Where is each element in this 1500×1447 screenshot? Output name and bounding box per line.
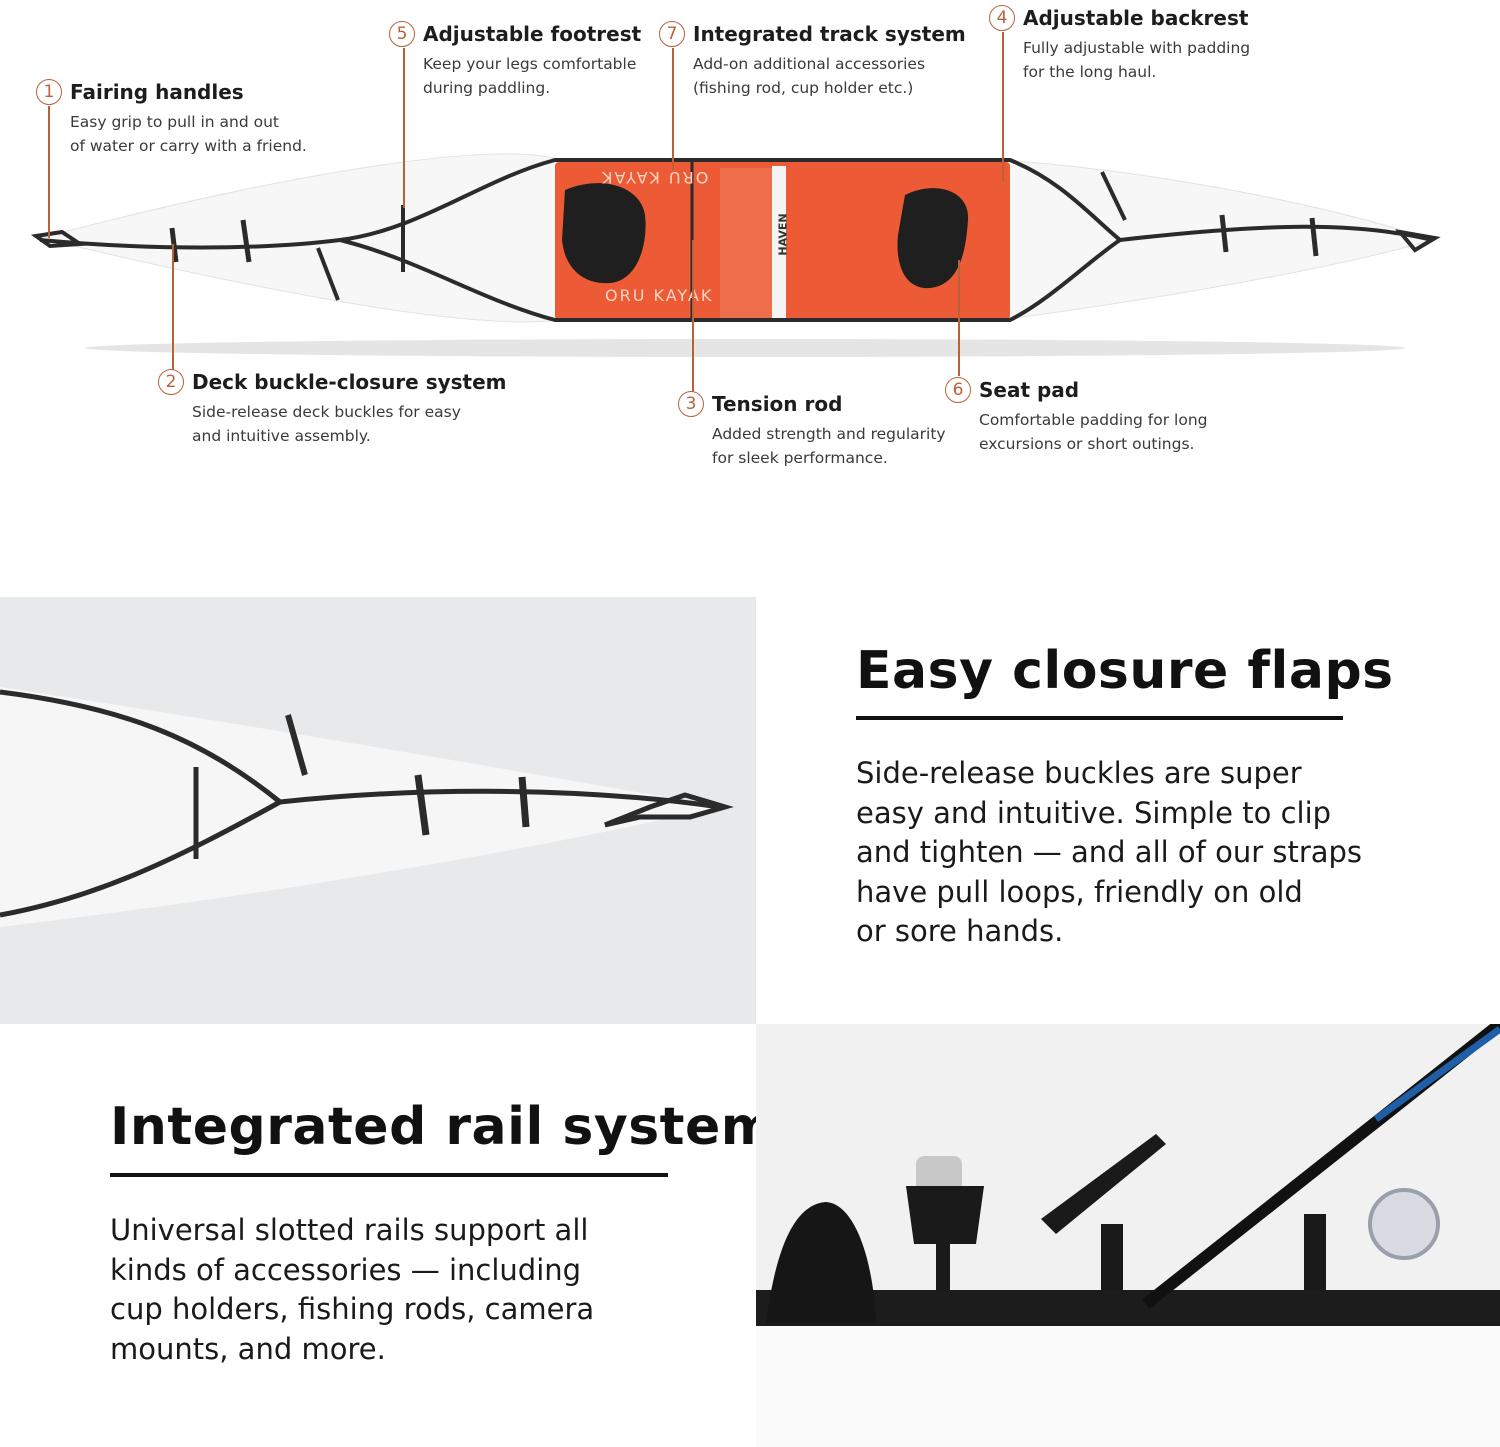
callout-title: Integrated track system [693, 22, 966, 46]
callout-title: Fairing handles [70, 80, 244, 104]
callout-title: Tension rod [712, 392, 843, 416]
callout-title: Adjustable backrest [1023, 6, 1249, 30]
hull-brand-print-bottom: ORU KAYAK [605, 286, 714, 305]
kayak-bow-closeup-illustration [0, 687, 734, 927]
rail-feature-title: Integrated rail system [110, 1097, 776, 1157]
callout-number-badge: 6 [945, 377, 971, 403]
closure-feature-title: Easy closure flaps [856, 641, 1394, 701]
leader-line-7 [672, 48, 674, 170]
rail-accessories-photo [756, 1024, 1500, 1447]
callout-title: Deck buckle-closure system [192, 370, 507, 394]
closure-feature-body: Side-release buckles are super easy and … [856, 756, 1363, 948]
callout-title: Adjustable footrest [423, 22, 642, 46]
callout-description: Add-on additional accessories (fishing r… [693, 55, 926, 97]
closure-title-underline [856, 716, 1343, 720]
callout-number-badge: 7 [659, 21, 685, 47]
leader-line-5 [403, 48, 405, 208]
callout-description: Fully adjustable with padding for the lo… [1023, 39, 1251, 81]
leader-line-2 [172, 244, 174, 370]
callout-number-badge: 1 [36, 79, 62, 105]
closure-flap-photo [0, 597, 756, 1024]
leader-line-1 [48, 106, 50, 238]
leader-line-3 [692, 240, 694, 392]
callout-title: Seat pad [979, 378, 1080, 402]
leader-line-6 [958, 260, 960, 376]
leader-line-4 [1002, 32, 1004, 182]
callout-description: Comfortable padding for long excursions … [979, 411, 1208, 453]
hull-brand-print-top: ORU KAYAK [600, 168, 709, 187]
rail-feature-body: Universal slotted rails support all kind… [110, 1213, 595, 1366]
callout-description: Side-release deck buckles for easy and i… [192, 403, 461, 445]
kayak-top-view-illustration [30, 153, 1441, 357]
callout-number-badge: 5 [389, 21, 415, 47]
rail-accessories-illustration [756, 1024, 1500, 1447]
callout-number-badge: 2 [158, 369, 184, 395]
hull-model-print: HAVEN [776, 213, 790, 256]
kayak-feature-diagram: ORU KAYAK ORU KAYAK HAVEN 1 Fairing hand… [0, 0, 1500, 480]
callout-number-badge: 4 [989, 5, 1015, 31]
callout-description: Added strength and regularity for sleek … [712, 425, 946, 467]
callout-description: Keep your legs comfortable during paddli… [423, 55, 637, 97]
callout-number-badge: 3 [678, 391, 704, 417]
callout-description: Easy grip to pull in and out of water or… [70, 113, 307, 155]
rail-title-underline [110, 1173, 668, 1177]
